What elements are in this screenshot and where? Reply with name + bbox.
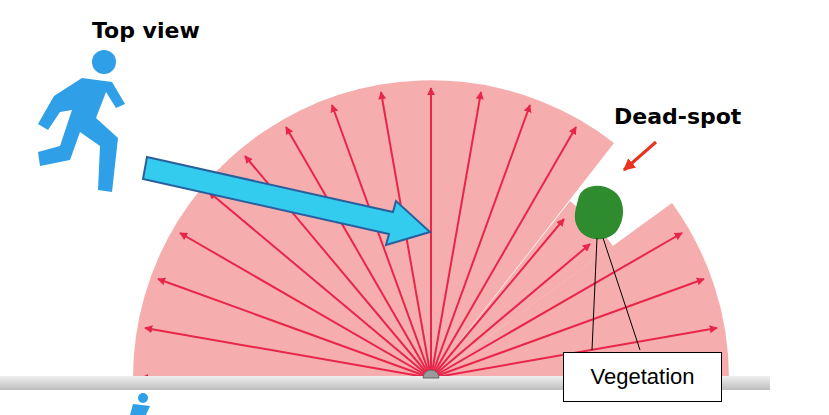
pointer-arrow — [624, 142, 656, 170]
vegetation-blob — [575, 186, 623, 240]
runner-icon — [38, 50, 125, 192]
annotation-label: Dead-spot — [614, 104, 741, 129]
leader-line — [592, 238, 597, 350]
movement-arrow — [143, 157, 430, 245]
leader-line — [603, 238, 640, 350]
sensor-rays — [141, 88, 721, 378]
footer-icon — [130, 393, 150, 415]
annotation-label: Top view — [92, 18, 200, 43]
sensor — [423, 370, 439, 378]
callout-text: Vegetation — [591, 364, 695, 390]
callout-box: Vegetation — [563, 352, 722, 402]
